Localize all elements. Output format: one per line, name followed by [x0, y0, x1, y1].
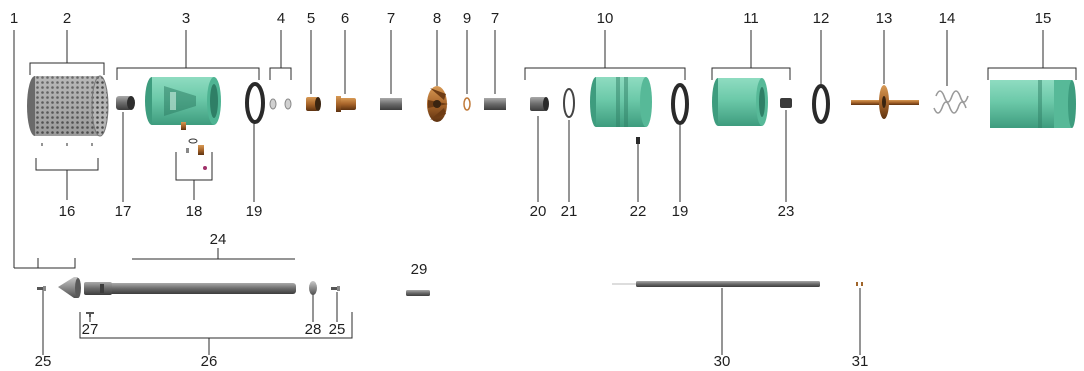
- part-screw-25b: [331, 286, 340, 291]
- part-nose-cone: [58, 277, 81, 298]
- part-oring-21: [563, 88, 575, 118]
- part-long-rod-30: [612, 281, 820, 287]
- callout-4: 4: [277, 10, 285, 27]
- part-spacer-7b: [484, 98, 506, 110]
- part-end-housing: [990, 80, 1076, 128]
- part-oring-large-b: [671, 83, 689, 125]
- part-spacer-7a: [380, 98, 402, 110]
- callout-1: 1: [10, 10, 18, 27]
- callout-6: 6: [341, 10, 349, 27]
- callout-24: 24: [210, 231, 227, 248]
- callout-labels: 1 2 3 4 5 6 7 8 9 7 10 11 12 13 14 15 16…: [10, 10, 1052, 370]
- callout-22: 22: [630, 203, 647, 220]
- part-sleeve-6: [336, 96, 356, 112]
- callout-8: 8: [433, 10, 441, 27]
- callout-23: 23: [778, 203, 795, 220]
- callout-13: 13: [876, 10, 893, 27]
- callout-31: 31: [852, 353, 869, 370]
- part-drive-shaft: [84, 282, 296, 295]
- part-key-29: [406, 290, 430, 296]
- callout-10: 10: [597, 10, 614, 27]
- callout-17: 17: [115, 203, 132, 220]
- part-small-ring: [463, 97, 471, 111]
- part-impeller: [427, 86, 448, 122]
- part-screw-25a: [37, 286, 46, 291]
- part-oring-large-a: [245, 82, 265, 124]
- callout-20: 20: [530, 203, 547, 220]
- callout-9: 9: [463, 10, 471, 27]
- callout-25a: 25: [35, 353, 52, 370]
- callout-5: 5: [307, 10, 315, 27]
- part-pins-31: [856, 282, 863, 286]
- part-collar-28: [309, 281, 317, 295]
- part-screw-27: [86, 312, 94, 317]
- callout-19a: 19: [246, 203, 263, 220]
- callout-12: 12: [813, 10, 830, 27]
- callout-15: 15: [1035, 10, 1052, 27]
- callout-21: 21: [561, 203, 578, 220]
- callout-28: 28: [305, 321, 322, 338]
- callout-11: 11: [743, 10, 759, 27]
- part-bushing-20: [530, 97, 549, 111]
- part-oring-12: [812, 84, 830, 124]
- part-bushing-23: [780, 98, 792, 108]
- part-cage-housing: [145, 77, 221, 125]
- part-end-cap: [116, 96, 135, 110]
- part-valve-stem: [851, 85, 919, 119]
- callout-26: 26: [201, 353, 218, 370]
- callout-2: 2: [63, 10, 71, 27]
- callout-3: 3: [182, 10, 190, 27]
- callout-29: 29: [411, 261, 428, 278]
- part-washers: [269, 98, 292, 110]
- part-small-fittings: [181, 122, 207, 170]
- callout-30: 30: [714, 353, 731, 370]
- callout-25b: 25: [329, 321, 346, 338]
- part-pin-22: [636, 137, 640, 144]
- part-bushing-5: [306, 97, 321, 111]
- callout-18: 18: [186, 203, 203, 220]
- callout-27: 27: [82, 321, 99, 338]
- callout-7a: 7: [387, 10, 395, 27]
- part-mesh-screen: [27, 75, 109, 137]
- callout-7b: 7: [491, 10, 499, 27]
- leader-lines: [13, 30, 1077, 355]
- callout-14: 14: [939, 10, 956, 27]
- callout-16: 16: [59, 203, 76, 220]
- part-spring: [933, 90, 969, 114]
- callout-19b: 19: [672, 203, 689, 220]
- part-teal-cap: [712, 78, 768, 126]
- part-pump-housing: [590, 77, 652, 127]
